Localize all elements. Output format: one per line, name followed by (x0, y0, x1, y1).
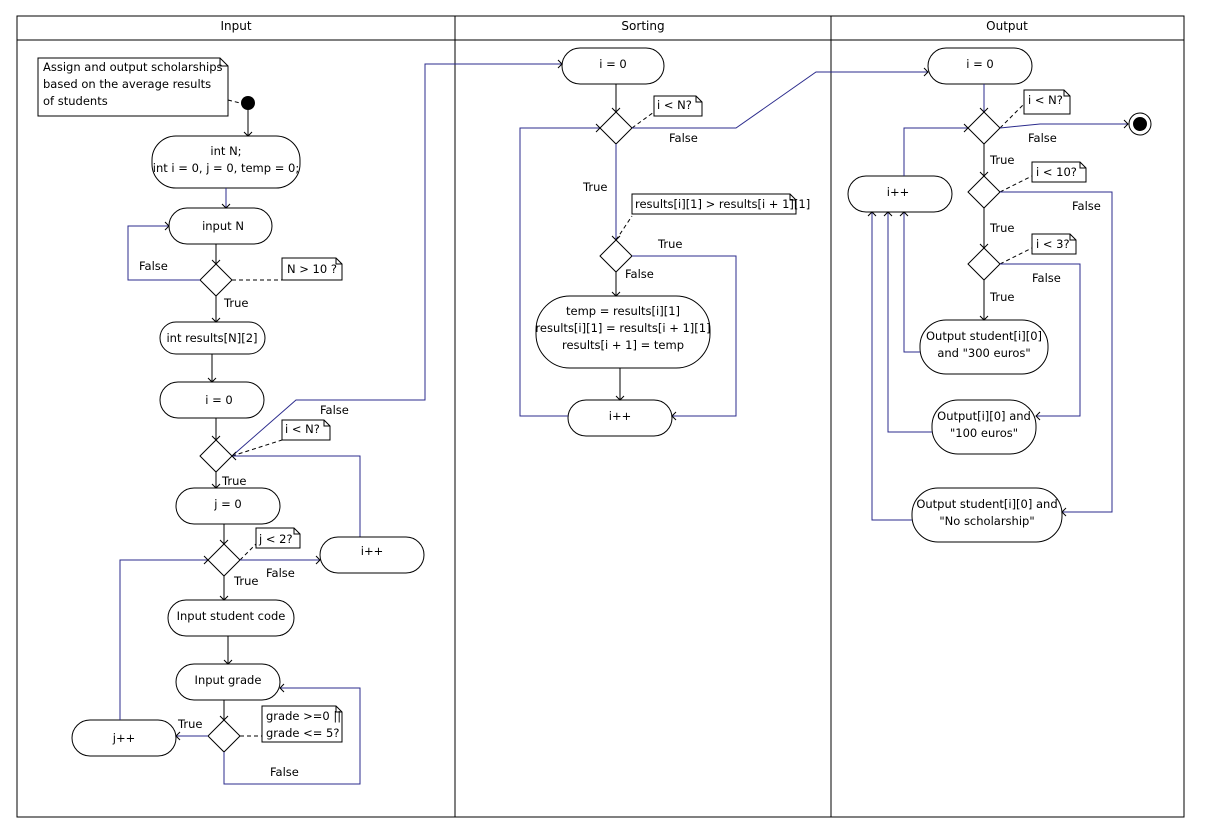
out-10-cond-note: i < 10? (1031, 161, 1087, 183)
svg-text:"No scholarship": "No scholarship" (939, 514, 1034, 528)
out-i-inc-action: i++ (847, 175, 953, 213)
svg-text:i < N?: i < N? (285, 422, 320, 436)
svg-text:input N: input N (202, 219, 244, 233)
svg-text:i++: i++ (887, 185, 909, 199)
out-3-cond-note: i < 3? (1031, 233, 1077, 255)
n-cond-note: N > 10 ? (281, 257, 343, 281)
svg-text:False: False (669, 131, 698, 145)
out-none-action: Output student[i][0] and "No scholarship… (911, 487, 1063, 543)
svg-text:i < 10?: i < 10? (1036, 165, 1077, 179)
grade-cond-note: grade >=0 || grade <= 5? (261, 705, 343, 743)
lane-header-output: Output (986, 19, 1028, 33)
svg-text:grade <= 5?: grade <= 5? (266, 726, 339, 740)
j-inc-action: j++ (71, 719, 177, 757)
svg-text:i < N?: i < N? (1028, 93, 1063, 107)
svg-text:True: True (582, 180, 607, 194)
out-3-decision (967, 247, 1001, 281)
svg-text:results[i][1] = results[i + 1]: results[i][1] = results[i + 1][1] (535, 321, 710, 335)
svg-text:j = 0: j = 0 (213, 497, 241, 511)
start-node (241, 96, 255, 110)
svg-text:True: True (233, 574, 258, 588)
svg-text:int i = 0, j = 0, temp = 0;: int i = 0, j = 0, temp = 0; (153, 161, 299, 175)
lane-header-input: Input (220, 19, 251, 33)
input-grade-action: Input grade (175, 663, 281, 701)
svg-text:True: True (989, 290, 1014, 304)
svg-text:based on the average results: based on the average results (43, 77, 211, 91)
out-i-cond-note: i < N? (1023, 89, 1071, 115)
input-n-action: input N (168, 207, 273, 245)
svg-text:results[i][1] > results[i + 1]: results[i][1] > results[i + 1][1] (635, 197, 810, 211)
svg-text:True: True (221, 474, 246, 488)
svg-text:True: True (989, 153, 1014, 167)
out-300-action: Output student[i][0] and "300 euros" (919, 319, 1049, 375)
out-100-action: Output[i][0] and "100 euros" (931, 399, 1037, 455)
svg-text:True: True (223, 296, 248, 310)
svg-text:Input grade: Input grade (195, 673, 262, 687)
j-decision (207, 543, 241, 577)
svg-text:of students: of students (43, 94, 108, 108)
swimlane-frame (16, 15, 1185, 818)
svg-text:int results[N][2]: int results[N][2] (166, 331, 257, 345)
i-cond-note: i < N? (281, 419, 331, 441)
svg-text:False: False (266, 566, 295, 580)
intro-note: Assign and output scholarships based on … (37, 57, 229, 117)
svg-text:i++: i++ (609, 409, 631, 423)
svg-text:j < 2?: j < 2? (258, 532, 293, 546)
svg-text:True: True (657, 237, 682, 251)
svg-text:i = 0: i = 0 (205, 393, 232, 407)
results-decl-action: int results[N][2] (159, 321, 266, 355)
svg-text:j++: j++ (112, 731, 135, 745)
svg-text:N > 10 ?: N > 10 ? (287, 262, 337, 276)
svg-text:Output[i][0] and: Output[i][0] and (937, 409, 1031, 423)
input-code-action: Input student code (167, 599, 295, 637)
lane-header-sorting: Sorting (621, 19, 664, 33)
out-10-decision (967, 175, 1001, 209)
j-cond-note: j < 2? (255, 527, 301, 549)
svg-text:False: False (320, 403, 349, 417)
sort-i-decision (599, 111, 633, 145)
svg-text:Assign and output scholarships: Assign and output scholarships (43, 60, 223, 74)
n-decision (199, 263, 233, 297)
svg-text:grade >=0 ||: grade >=0 || (266, 709, 341, 723)
j-init-action: j = 0 (175, 487, 281, 525)
arrowheads (164, 59, 1129, 741)
svg-text:Output student[i][0]: Output student[i][0] (926, 329, 1042, 343)
svg-text:True: True (177, 717, 202, 731)
svg-text:Output student[i][0] and: Output student[i][0] and (916, 497, 1057, 511)
out-i-decision (967, 111, 1001, 145)
sort-i-cond-note: i < N? (653, 95, 703, 117)
sort-i-inc-action: i++ (567, 399, 673, 437)
out-i-init-action: i = 0 (927, 47, 1033, 85)
svg-text:i = 0: i = 0 (966, 57, 993, 71)
svg-text:False: False (1032, 271, 1061, 285)
svg-text:True: True (989, 221, 1014, 235)
svg-text:False: False (139, 259, 168, 273)
svg-text:i < N?: i < N? (657, 98, 692, 112)
svg-text:and "300 euros": and "300 euros" (937, 346, 1030, 360)
svg-text:i++: i++ (361, 544, 383, 558)
svg-text:int N;: int N; (210, 144, 241, 158)
sort-compare-note: results[i][1] > results[i + 1][1] (631, 193, 810, 215)
svg-text:i < 3?: i < 3? (1036, 237, 1070, 251)
grade-decision (207, 719, 241, 753)
svg-text:"100 euros": "100 euros" (950, 426, 1018, 440)
svg-text:False: False (270, 765, 299, 779)
i-init-action: i = 0 (159, 381, 265, 419)
svg-text:False: False (1028, 131, 1057, 145)
svg-text:Input student code: Input student code (177, 609, 286, 623)
i-decision (199, 439, 233, 473)
svg-text:temp = results[i][1]: temp = results[i][1] (566, 304, 680, 318)
i-inc-action-input: i++ (319, 536, 425, 574)
svg-text:results[i + 1] = temp: results[i + 1] = temp (562, 338, 684, 352)
svg-text:i = 0: i = 0 (599, 57, 626, 71)
sort-swap-action: temp = results[i][1] results[i][1] = res… (535, 295, 711, 369)
svg-text:False: False (625, 267, 654, 281)
sort-i-init-action: i = 0 (561, 47, 665, 85)
svg-text:False: False (1072, 199, 1101, 213)
declare-action: int N; int i = 0, j = 0, temp = 0; (151, 135, 301, 189)
